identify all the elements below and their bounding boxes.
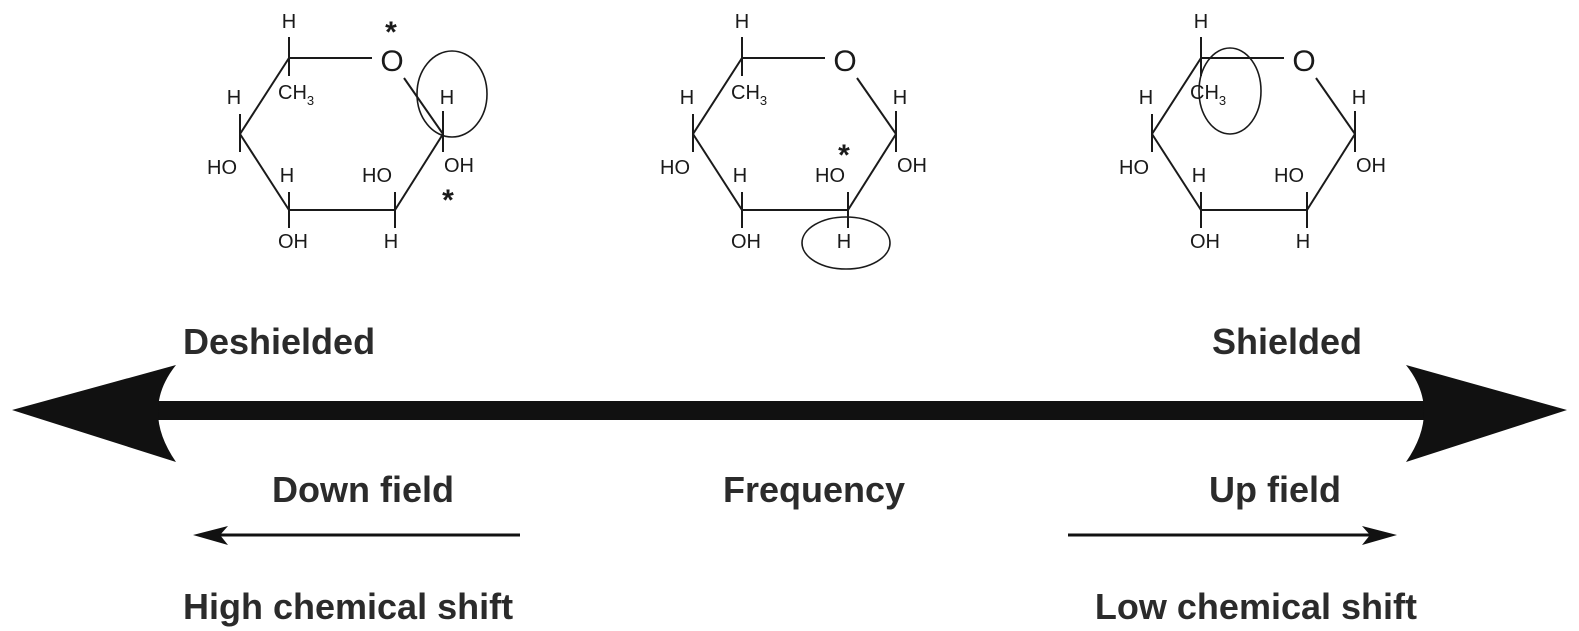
molecule-2-atom-o: O bbox=[833, 45, 856, 78]
molecule-3-atom-h-top: H bbox=[1194, 11, 1208, 33]
up-field-label: Up field bbox=[1209, 469, 1341, 510]
molecule-1-atom-ch3-c: CH bbox=[278, 82, 307, 104]
molecule-2-atom-oh-c3: OH bbox=[731, 231, 761, 253]
molecule-2-star-ho: * bbox=[838, 139, 850, 172]
molecule-3-atom-h-c1: H bbox=[1352, 87, 1366, 109]
molecule-2-atom-oh-c1: OH bbox=[897, 155, 927, 177]
frequency-label: Frequency bbox=[723, 469, 905, 510]
molecule-1-atom-h-c2: H bbox=[384, 231, 398, 253]
molecule-3-bonds bbox=[1151, 37, 1356, 228]
low-chemical-shift-label: Low chemical shift bbox=[1095, 586, 1417, 627]
molecule-2-atom-h-top: H bbox=[735, 11, 749, 33]
molecule-2-highlight-ellipse bbox=[801, 216, 891, 270]
molecule-2-atom-ch3-c: CH bbox=[731, 82, 760, 104]
molecule-3-atom-ch3-c: CH bbox=[1190, 82, 1219, 104]
molecule-3-atom-h-c4: H bbox=[1192, 165, 1206, 187]
molecule-3-atom-o: O bbox=[1292, 45, 1315, 78]
molecule-3-atom-ch3-sub: 3 bbox=[1219, 93, 1226, 108]
shielded-label: Shielded bbox=[1212, 321, 1362, 362]
molecule-1-atom-ho-c4: HO bbox=[207, 157, 237, 179]
molecule-1-atom-oh-c3: OH bbox=[278, 231, 308, 253]
molecule-1-atom-ch3-sub: 3 bbox=[307, 93, 314, 108]
molecule-3-atom-h-c2: H bbox=[1296, 231, 1310, 253]
up-field-arrow-head bbox=[1362, 526, 1397, 545]
double-arrow-left-head bbox=[12, 365, 176, 462]
molecule-1: H O CH3 H H HO H HO OH OH H * * bbox=[207, 11, 488, 253]
molecule-1-atom-h-top: H bbox=[282, 11, 296, 33]
molecule-1-star-oxygen: * bbox=[385, 16, 397, 49]
double-headed-arrow bbox=[12, 365, 1567, 462]
molecule-1-atom-o: O bbox=[380, 45, 403, 78]
molecule-1-atom-ch3: CH3 bbox=[278, 82, 314, 108]
high-chemical-shift-label: High chemical shift bbox=[183, 586, 513, 627]
molecule-2-atom-h-c4: H bbox=[733, 165, 747, 187]
deshielded-label: Deshielded bbox=[183, 321, 375, 362]
down-field-label: Down field bbox=[272, 469, 454, 510]
molecule-1-atom-h-c5: H bbox=[227, 87, 241, 109]
down-field-arrow bbox=[193, 526, 520, 545]
molecule-1-atom-h-c1: H bbox=[440, 87, 454, 109]
molecule-2-atom-h-c5: H bbox=[680, 87, 694, 109]
molecule-2-bonds bbox=[692, 37, 897, 228]
molecule-3-atom-ho-c2: HO bbox=[1274, 165, 1304, 187]
molecule-3-atom-h-c5: H bbox=[1139, 87, 1153, 109]
molecule-3-highlight-ellipse bbox=[1198, 47, 1262, 135]
molecule-1-atom-h-c4: H bbox=[280, 165, 294, 187]
molecule-2-atom-ch3: CH3 bbox=[731, 82, 767, 108]
molecule-2-atom-h-c1: H bbox=[893, 87, 907, 109]
molecule-1-atom-ho-c2: HO bbox=[362, 165, 392, 187]
molecule-2-atom-ho-c4: HO bbox=[660, 157, 690, 179]
double-arrow-right-head bbox=[1406, 365, 1567, 462]
molecule-1-star-oh: * bbox=[442, 184, 454, 217]
molecule-2-atom-ho-c2: HO bbox=[815, 165, 845, 187]
molecule-1-highlight-ellipse bbox=[416, 50, 488, 138]
molecule-2: H O CH3 H H HO H HO OH OH H * bbox=[660, 11, 927, 270]
molecule-3-atom-ho-c4: HO bbox=[1119, 157, 1149, 179]
molecule-3-atom-oh-c1: OH bbox=[1356, 155, 1386, 177]
molecule-3-atom-oh-c3: OH bbox=[1190, 231, 1220, 253]
molecule-1-atom-oh-c1: OH bbox=[444, 155, 474, 177]
molecule-3: H O CH3 H H HO H HO OH OH H bbox=[1119, 11, 1386, 253]
molecule-2-atom-h-c2: H bbox=[837, 231, 851, 253]
molecule-3-atom-ch3: CH3 bbox=[1190, 82, 1226, 108]
molecule-2-atom-ch3-sub: 3 bbox=[760, 93, 767, 108]
double-arrow-shaft bbox=[140, 401, 1439, 420]
up-field-arrow bbox=[1068, 526, 1397, 545]
molecule-1-bonds bbox=[239, 37, 444, 228]
down-field-arrow-head bbox=[193, 526, 228, 545]
